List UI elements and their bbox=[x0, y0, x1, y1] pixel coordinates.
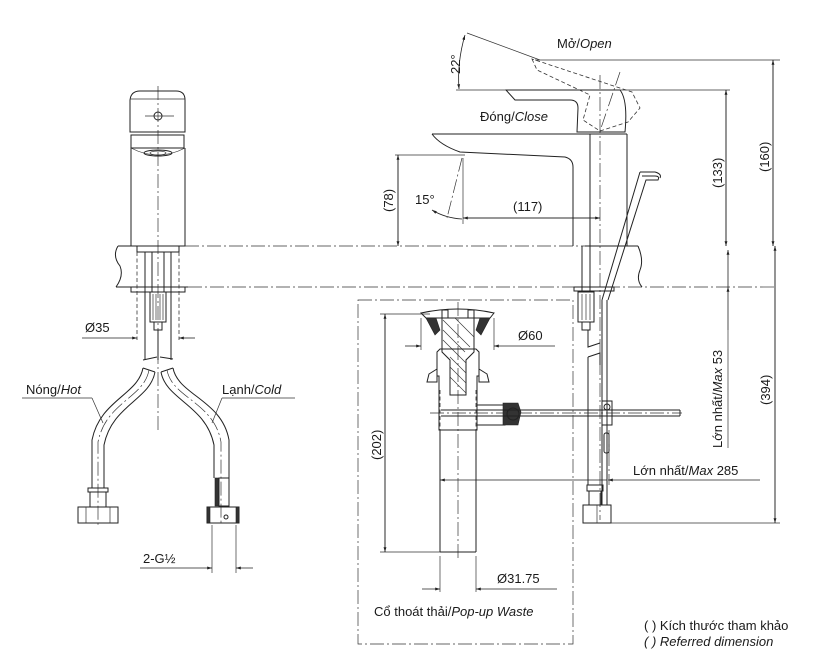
handle-open-height-label: (160) bbox=[757, 142, 772, 172]
deck-break-left bbox=[114, 245, 122, 288]
cold-hose-nut bbox=[206, 506, 240, 524]
spout-body bbox=[431, 133, 574, 246]
total-length-label: (394) bbox=[758, 375, 773, 405]
cold-label: Lạnh/Cold bbox=[222, 382, 282, 397]
open-label: Mở/Open bbox=[557, 36, 612, 51]
spout-height-label: (78) bbox=[381, 189, 396, 212]
front-handle bbox=[129, 90, 186, 133]
waste-length-label: (202) bbox=[369, 430, 384, 460]
max-deck-thickness-label: Lớn nhất/Max 53 bbox=[710, 350, 725, 448]
popup-lift-rod bbox=[607, 175, 660, 301]
spout-reach-label: (117) bbox=[513, 199, 542, 214]
aerator bbox=[143, 149, 173, 157]
legend-line-en: ( ) Referred dimension bbox=[644, 634, 773, 649]
hose-thread-label: 2-G½ bbox=[143, 551, 176, 566]
side-view: Mở/Open Đóng/Close 22° (160) (133) (78) … bbox=[381, 32, 780, 524]
hot-hose bbox=[91, 367, 144, 488]
spout-angle-label: 15° bbox=[415, 192, 435, 207]
handle-angle-label: 22° bbox=[448, 54, 463, 74]
waste-flange bbox=[419, 308, 495, 319]
handle-closed bbox=[504, 89, 627, 133]
pop-up-waste-label: Cổ thoát thải/Pop-up Waste bbox=[374, 604, 533, 619]
legend-line-vi: ( ) Kích thước tham khảo bbox=[644, 618, 788, 633]
waste-body bbox=[436, 348, 480, 431]
max-rod-length-label: Lớn nhất/Max 285 bbox=[633, 463, 738, 478]
cold-hose bbox=[160, 371, 215, 478]
handle-closed-height-label: (133) bbox=[710, 158, 725, 188]
handle-open bbox=[531, 58, 641, 132]
waste-stopper bbox=[441, 309, 475, 396]
front-view: Ø35 Nóng/Hot Lạnh/Cold bbox=[22, 86, 775, 573]
close-label: Đóng/Close bbox=[480, 109, 548, 124]
hot-label: Nóng/Hot bbox=[26, 382, 82, 397]
hole-diameter-label: Ø35 bbox=[85, 320, 110, 335]
pop-up-waste-detail: Ø60 (202) Ø31.75 Cổ thoát thải/Pop-up Wa… bbox=[357, 299, 574, 645]
flange-diameter-label: Ø60 bbox=[518, 328, 543, 343]
waste-detail-frame bbox=[357, 299, 574, 645]
legend: ( ) Kích thước tham khảo ( ) Referred di… bbox=[644, 618, 788, 649]
pipe-diameter-label: Ø31.75 bbox=[497, 571, 540, 586]
hot-hose-nut bbox=[77, 506, 119, 524]
